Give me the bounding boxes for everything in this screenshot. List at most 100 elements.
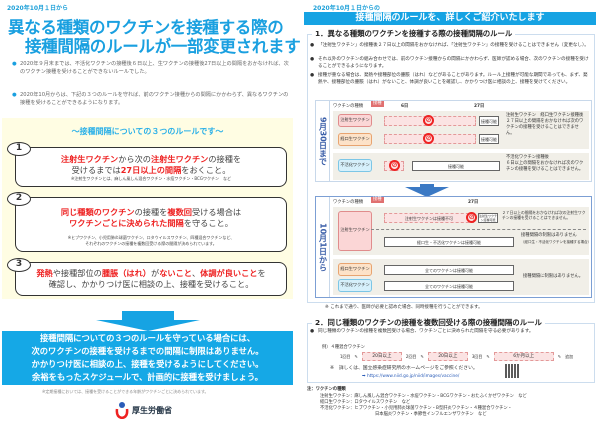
desc-text: ６日以上の間隔をおかなければ次のワクチンの接種を受けることはできません。 — [506, 161, 584, 172]
vaccine-type-header: ワクチンの種類 — [333, 200, 364, 205]
summary-line: 次のワクチンの接種を受けるまでの間隔に制限はありません。 — [31, 346, 264, 356]
diagram-before: 9月30日まで ワクチンの種類 接種 6日 27日 注射生ワクチン 経口生ワクチ… — [315, 100, 592, 182]
vaccine-chip: 注射生ワクチン — [338, 114, 372, 127]
syringe-icon: ✎ — [557, 354, 562, 359]
rule-3: 発熱や接種部位の腫脹（はれ）がないこと、体調が良いことを 確認し、かかりつけ医に… — [15, 262, 287, 296]
rule-1: 注射生ワクチンから次の注射生ワクチンの接種を 受けるまでは27日以上の間隔をおく… — [15, 147, 287, 187]
qr-code[interactable] — [505, 364, 519, 378]
niid-link[interactable]: ➡ https://www.niid.go.jp/niid/images/vac… — [362, 374, 460, 379]
day-27-label: 27日 — [468, 200, 479, 205]
vaccine-type-line: 不活化ワクチン：ヒブワクチン・小児用肺炎球菌ワクチン・B型肝炎ワクチン・４種混合… — [320, 406, 513, 411]
vaccine-chip: 不活化ワクチン — [338, 159, 372, 172]
interval-arrow: 20日以上 — [361, 352, 402, 361]
rule-1-note: ※注射生ワクチンとは、麻しん風しん混合ワクチン・水痘ワクチン・BCGワクチン な… — [71, 176, 231, 181]
section-1-note: ※ これまで通り、医師が必要と認めた場合、同時接種を行うことができます。 — [325, 305, 483, 310]
dose-step: 追加 — [565, 353, 574, 359]
vaccine-type-header: ワクチンの種類 — [333, 104, 364, 109]
allowed-bar: 接種可能 — [479, 134, 499, 144]
allowed-bar: 全てのワクチンは接種可能 — [384, 265, 514, 275]
rule-3-highlight: 発熱 — [36, 268, 53, 278]
mhlw-logo-mark-icon — [115, 402, 129, 419]
section-1-bullet: 接種が重なる場合は、発熱や接種部位の腫脹（はれ）などがあることがあります。ルール… — [310, 72, 590, 86]
summary-line: 余裕をもったスケジュールで、計画的に接種を受けましょう。 — [32, 372, 263, 382]
prohibited-icon: ⊘ — [423, 115, 434, 126]
rule-3-highlight: 腫脹（はれ） — [101, 268, 151, 278]
after-period-label: 10月1日から — [316, 197, 330, 297]
section-2-bullet: 同じ種類のワクチンの接種を複数回受ける場合、ワクチンごとに決められた間隔を守る必… — [310, 328, 590, 335]
rule-3-highlight: ないこと — [159, 268, 192, 278]
desc-title: 注射生ワクチン 経口生ワクチン接種後 — [506, 113, 584, 118]
allowed-bar: 接種可能 — [412, 161, 500, 171]
interval-arrow: 6か月以上 — [493, 352, 554, 361]
section-2-title: 2．同じ種類のワクチンの接種を複数回受ける際の接種間隔のルール — [312, 317, 545, 328]
mhlw-logo-text: 厚生労働省 — [132, 405, 172, 415]
rule-2-note: ※ヒブワクチン、小児用肺炎球菌ワクチン、ロタウイルスワクチン、四種混合ワクチンな… — [67, 235, 235, 240]
diagram-after: 10月1日から ワクチンの種類 接種 27日 注射生ワクチン 注射生ワクチンは接… — [315, 196, 592, 298]
mhlw-logo: 厚生労働省 — [115, 401, 172, 419]
dose-step: 1回目 — [340, 353, 351, 359]
injection-tag: 接種 — [371, 197, 384, 203]
prohibited-icon: ⊘ — [389, 160, 400, 171]
page-title-line2: 接種間隔のルールが一部変更されます — [25, 37, 301, 56]
blocked-interval-bar: 注射生ワクチンは接種不可 — [384, 213, 474, 223]
section-1-title: 1．異なる種類のワクチンを接種する際の接種間隔のルール — [312, 28, 516, 39]
rule-2: 同じ種類のワクチンの接種を複数回受ける場合は ワクチンごとに決められた間隔を守る… — [15, 197, 287, 252]
rule-1-text: をおくこと。 — [181, 165, 231, 175]
desc-text: 接種間隔の制限はありません — [521, 233, 577, 238]
rule-1-highlight: 注射生ワクチン — [151, 154, 209, 164]
vaccine-type-line: 経口生ワクチン：ロタウイルスワクチン など — [320, 400, 411, 405]
dose-schedule: 1回目✎ 20日以上 2回目✎ 20日以上 3回目✎ 6か月以上 ✎追加 — [340, 352, 573, 361]
page-title-line1: 異なる種類のワクチンを接種する際の — [8, 18, 284, 37]
injection-tag: 接種 — [371, 101, 384, 107]
section-1-bullet: 「注射生ワクチン」の接種後２７日以上の間隔をおかなければ、「注射生ワクチン」の接… — [310, 42, 590, 49]
down-arrow-head-icon — [96, 320, 200, 331]
rule-3-text: や接種部位の — [52, 268, 102, 278]
footnote: ※定期接種においては、接種を受けることができる年齢がワクチンごとに決められていま… — [42, 389, 209, 394]
desc-text: ２７日以上の間隔をおかなければ次の注射生ワクチンの接種を受けることはできません。 — [502, 210, 586, 220]
summary-box: 接種間隔についての３つのルールを守っている場合には、 次のワクチンの接種を受ける… — [2, 331, 293, 385]
intro-bullet-2: 2020年10月からは、下記の３つのルールを守れば、前のワクチン接種からの間隔に… — [12, 91, 290, 107]
desc-text: ２７日以上の間隔をおかなければ次のワクチンの接種を受けることはできません。 — [506, 119, 584, 136]
prohibited-icon: ⊘ — [466, 212, 477, 223]
desc-text: （経口生・不活化ワクチンを接種する場合） — [521, 240, 591, 244]
rule-3-text: 、 — [191, 268, 201, 278]
rule-1-highlight: 27日以上の間隔 — [120, 165, 182, 175]
vaccine-chip: 経口生ワクチン — [338, 263, 372, 276]
rule-2-highlight: ワクチンごとに決められた間隔 — [69, 218, 184, 228]
rule-1-highlight: 注射生ワクチン — [60, 154, 119, 164]
allowed-bar: 注射生ワクチン接種可能 — [478, 213, 498, 223]
syringe-icon: ✎ — [420, 354, 424, 359]
rule-1-text: 受けるまでは — [71, 165, 121, 175]
day-27-label: 27日 — [474, 104, 485, 109]
effective-date: 2020年10月１日から — [7, 5, 69, 12]
allowed-bar: 全てのワクチンは接種可能 — [384, 281, 514, 291]
vaccine-type-line: 日本脳炎ワクチン・季節性インフルエンザワクチン など — [375, 412, 487, 417]
divider — [371, 229, 586, 230]
allowed-bar: 経口生・不活化ワクチンは接種可能 — [384, 237, 514, 247]
down-arrow-head-icon — [405, 187, 449, 197]
rule-1-text: から次の — [118, 154, 151, 164]
rule-2-text: の接種を — [134, 207, 168, 217]
syringe-icon: ✎ — [354, 354, 358, 359]
rule-number-3: 3 — [7, 258, 31, 272]
prohibited-icon: ⊘ — [423, 133, 434, 144]
down-arrow-icon — [122, 311, 174, 321]
rules-heading: ～接種間隔についての３つのルールです～ — [71, 127, 224, 136]
desc-title: 不活化ワクチン接種後 — [506, 155, 549, 160]
summary-line: かかりつけ医に相談の上、接種を受けるようにしてください。 — [31, 359, 264, 369]
rule-2-text: 受ける場合は — [191, 207, 242, 217]
desc-no-limit: 接種間隔に制限はありません。 — [523, 274, 584, 279]
interval-arrow: 20日以上 — [427, 352, 468, 361]
more-info: ※ 詳しくは、国立感染症研究所のホームページをご参照ください。 — [330, 366, 478, 371]
syringe-icon: ✎ — [486, 354, 490, 359]
vaccine-chip: 不活化ワクチン — [338, 279, 372, 292]
vaccine-chip: 経口生ワクチン — [338, 133, 372, 146]
example-label: 例）４種混合ワクチン — [322, 345, 365, 350]
desc-no-limit: 接種間隔の制限はありません （経口生・不活化ワクチンを接種する場合） — [521, 233, 591, 245]
intro-bullet-1: 2020年９月末までは、不活化ワクチンの接種後６日以上、生ワクチンの接種後27日… — [12, 60, 290, 76]
day-6-label: 6日 — [401, 104, 409, 109]
detail-banner: 接種間隔のルールを、詳しくご紹介いたします — [304, 12, 596, 25]
summary-line: 接種間隔についての３つのルールを守っている場合には、 — [39, 333, 256, 343]
rule-3-text: が — [150, 268, 160, 278]
